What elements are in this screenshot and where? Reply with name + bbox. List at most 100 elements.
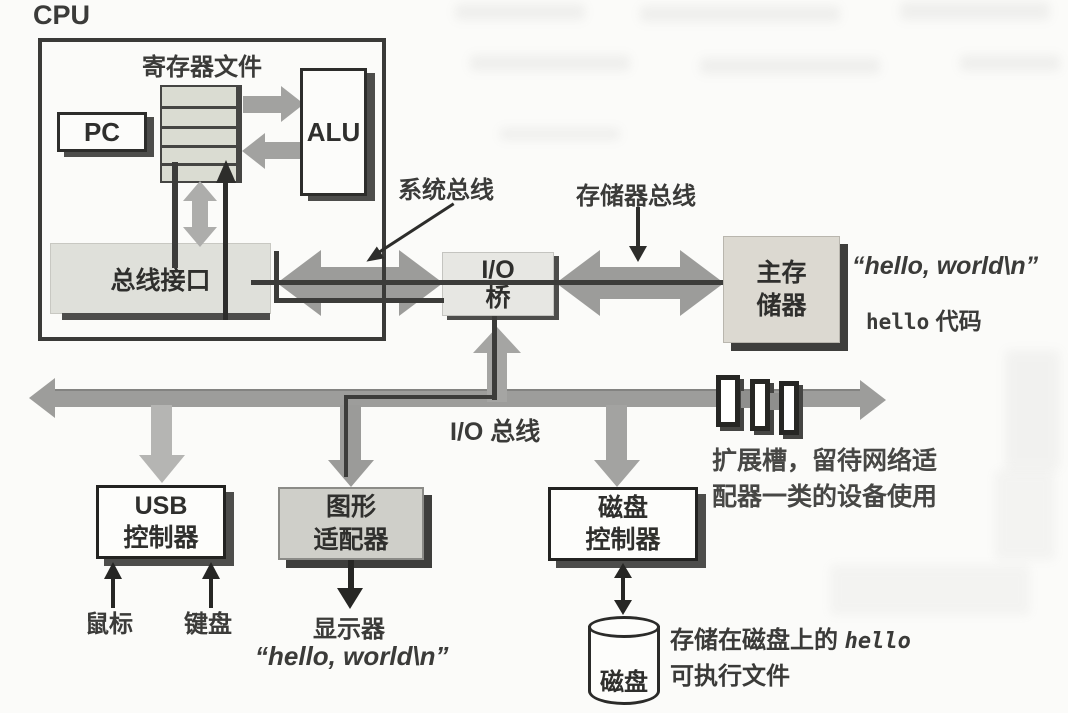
bus-trace-vertical-line <box>274 251 279 303</box>
usb-controller-label-line2: 控制器 <box>123 524 199 552</box>
register-file-label: 寄存器文件 <box>142 54 262 81</box>
expansion-slots-note-line1: 扩展槽，留待网络适 <box>712 447 938 475</box>
businterface-to-rf-arrow-shaft <box>223 182 228 320</box>
page-bleed-ghost <box>995 470 1055 560</box>
page-bleed-ghost <box>700 58 880 74</box>
usb-branch-arrow-shaft <box>151 405 172 457</box>
alu-label: ALU <box>306 116 361 147</box>
disk-executable-note: 存储在磁盘上的 hello 可执行文件 <box>670 623 911 695</box>
io-bridge-label-line1: I/O <box>481 256 515 284</box>
disk-double-arrow-down-head <box>614 600 632 615</box>
memory-bus-label: 存储器总线 <box>576 183 696 210</box>
disk-note-prefix: 存储在磁盘上的 <box>670 627 845 654</box>
page-bleed-ghost <box>640 6 840 22</box>
alu-to-rf-arrow-head <box>242 133 265 169</box>
graphics-adapter-label-line1: 图形 <box>325 493 376 521</box>
rf-to-alu-arrow-shaft <box>243 96 283 113</box>
mouse-label: 鼠标 <box>85 611 133 638</box>
expansion-slot-connector <box>770 393 779 410</box>
memory-bus-pointer-arrowhead <box>629 246 647 262</box>
display-label: 显示器 <box>313 616 385 643</box>
cpu-label: CPU <box>33 0 91 30</box>
memory-bus-pointer-line <box>636 207 640 248</box>
disk-controller-label-line2: 控制器 <box>585 526 661 554</box>
disk-cylinder-top-ellipse <box>588 616 660 638</box>
disk-note-hello-mono: hello <box>844 629 911 654</box>
disk-branch-arrow-shaft <box>606 405 627 462</box>
page-bleed-ghost <box>830 565 1030 615</box>
disk-cylinder-body <box>588 626 660 705</box>
register-file-row-divider <box>162 126 236 129</box>
page-bleed-ghost <box>470 55 630 71</box>
io-bus-left-head <box>29 378 55 418</box>
cpu-box <box>38 38 386 341</box>
disk-executable-note-line2: 可执行文件 <box>670 663 790 690</box>
disk-double-arrow-shaft <box>621 577 625 601</box>
register-file-row-divider <box>162 106 236 109</box>
iobus-dark-trace-line <box>344 395 496 399</box>
hello-code-cn: 代码 <box>929 308 982 334</box>
pc-label: PC <box>83 116 121 147</box>
hello-code-mono: hello <box>866 310 930 334</box>
main-memory-label-line1: 主存 <box>756 259 807 287</box>
disk-label: 磁盘 <box>600 669 648 696</box>
graphics-adapter-box: 图形 适配器 <box>278 487 424 560</box>
pc-box: PC <box>57 112 147 152</box>
main-memory-string-note: “hello, world\n” <box>852 252 1039 280</box>
page-bleed-ghost <box>455 4 585 20</box>
expansion-slot <box>716 375 740 427</box>
rf-to-alu-arrow-head <box>281 86 304 122</box>
expansion-slots-note-line2: 配器一类的设备使用 <box>712 482 938 511</box>
rf-businterface-double-arrow-shaft <box>192 200 208 228</box>
register-file-row-divider <box>162 163 236 166</box>
rf-businterface-double-arrow-top-head <box>183 181 217 201</box>
page-bleed-ghost <box>960 55 1060 71</box>
bus-trace-bottom-line <box>274 298 444 303</box>
page-bleed-ghost <box>1005 350 1060 470</box>
register-file-row-divider <box>162 145 236 148</box>
bus-interface-box: 总线接口 <box>50 243 271 314</box>
page-bleed-ghost <box>900 2 1050 20</box>
keyboard-arrow-shaft <box>209 578 213 608</box>
expansion-slots-note: 扩展槽，留待网络适 配器一类的设备使用 <box>712 444 937 515</box>
display-arrow-shaft <box>348 560 354 590</box>
main-memory-label-line2: 储器 <box>756 291 807 320</box>
io-bus-right-head <box>860 380 886 420</box>
expansion-slot-connector <box>741 391 750 408</box>
alu-box: ALU <box>300 68 367 196</box>
usb-controller-label-line1: USB <box>134 491 188 520</box>
bus-interface-label: 总线接口 <box>110 266 211 295</box>
graphics-branch-dark-line <box>344 397 348 477</box>
disk-cylinder: 磁盘 <box>588 616 660 705</box>
mouse-arrow-head <box>104 562 122 579</box>
rf-down-dark-line <box>172 162 178 268</box>
main-memory-box: 主存 储器 <box>723 236 840 343</box>
display-arrow-head <box>337 588 363 609</box>
rf-businterface-double-arrow-bottom-head <box>183 227 217 247</box>
main-memory-code-note: hello 代码 <box>866 302 982 336</box>
display-string-note: “hello, world\n” <box>255 641 449 671</box>
keyboard-label: 键盘 <box>184 611 232 638</box>
alu-to-rf-arrow-shaft <box>264 142 306 159</box>
page-bleed-ghost <box>500 128 620 140</box>
disk-double-arrow-up-head <box>614 563 632 578</box>
disk-controller-box: 磁盘 控制器 <box>548 487 698 561</box>
usb-branch-arrow-head <box>139 455 185 483</box>
bus-trace-top-line <box>251 280 724 285</box>
mouse-arrow-shaft <box>111 578 115 608</box>
expansion-slot <box>750 379 770 431</box>
disk-branch-arrow-head <box>594 460 640 487</box>
usb-controller-box: USB 控制器 <box>96 485 226 559</box>
keyboard-arrow-head <box>202 562 220 579</box>
bus-interface-shadow <box>62 313 270 320</box>
businterface-to-rf-arrow-head <box>216 160 236 183</box>
io-bus-label: I/O 总线 <box>450 418 541 446</box>
graphics-adapter-label-line2: 适配器 <box>313 525 389 554</box>
bridge-branch-arrow-head <box>473 327 521 353</box>
io-bridge-label-line2: 桥 <box>485 284 511 312</box>
disk-controller-label-line1: 磁盘 <box>597 493 648 522</box>
graphics-branch-arrow-head <box>328 460 374 487</box>
disk-executable-note-line1: 存储在磁盘上的 hello <box>670 623 911 659</box>
system-bus-label: 系统总线 <box>398 177 494 204</box>
